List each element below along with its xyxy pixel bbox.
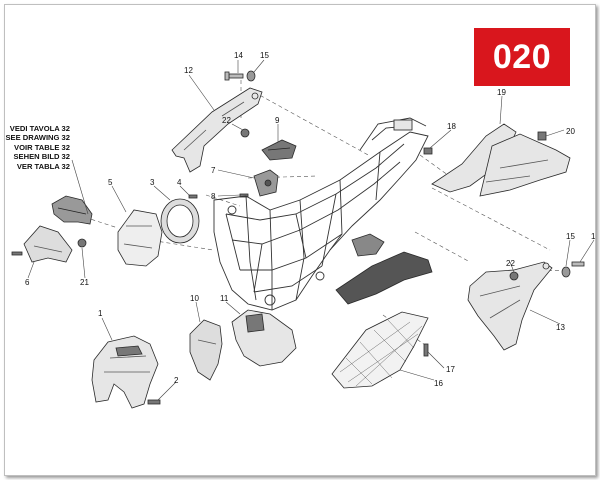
callout-1b: 1 bbox=[591, 232, 596, 241]
callout-1: 1 bbox=[98, 309, 103, 318]
part-13-lower-bracket bbox=[467, 261, 553, 351]
callout-22: 22 bbox=[222, 116, 231, 125]
fastener-8 bbox=[239, 193, 249, 198]
screw-17 bbox=[423, 343, 429, 357]
callout-2: 2 bbox=[174, 376, 179, 385]
reference-note-line: VOIR TABLE 32 bbox=[14, 142, 70, 152]
callout-13: 13 bbox=[556, 323, 565, 332]
callout-3: 3 bbox=[150, 178, 155, 187]
callout-15b: 15 bbox=[566, 232, 575, 241]
reference-note: VEDI TAVOLA 32 SEE DRAWING 32 VOIR TABLE… bbox=[4, 124, 70, 171]
reference-note-line: SEHEN BILD 32 bbox=[13, 152, 70, 162]
part-10-side-panel bbox=[189, 319, 223, 381]
part-1-front-fairing bbox=[91, 335, 159, 409]
reference-note-line: VEDI TAVOLA 32 bbox=[9, 124, 70, 133]
main-frame bbox=[213, 117, 429, 311]
callout-11: 11 bbox=[220, 294, 229, 303]
bolt-1b bbox=[571, 261, 585, 267]
washer-15 bbox=[246, 70, 256, 82]
callout-16: 16 bbox=[434, 379, 443, 388]
alignment-lines bbox=[77, 80, 566, 346]
callout-20: 20 bbox=[566, 127, 575, 136]
callout-12: 12 bbox=[184, 66, 193, 75]
washer-15b bbox=[561, 266, 571, 278]
part-7-bracket bbox=[253, 169, 279, 197]
page-number-badge: 020 bbox=[474, 28, 570, 86]
frame-lower-rail bbox=[335, 233, 433, 305]
callout-5: 5 bbox=[108, 178, 113, 187]
callout-17: 17 bbox=[446, 365, 455, 374]
part-19-rear-mudguard bbox=[431, 123, 571, 197]
screw-6 bbox=[11, 251, 23, 256]
part-11-side-panel bbox=[231, 309, 297, 367]
part-16-mesh-tray bbox=[331, 311, 429, 389]
callout-9: 9 bbox=[275, 116, 280, 125]
callout-8: 8 bbox=[211, 192, 216, 201]
reference-bracket bbox=[51, 195, 93, 225]
nut-22b bbox=[509, 271, 519, 281]
clip-18 bbox=[423, 147, 433, 155]
reference-leader bbox=[71, 159, 89, 215]
part-9-bracket bbox=[261, 139, 297, 161]
callout-14: 14 bbox=[234, 51, 243, 60]
callout-7: 7 bbox=[211, 166, 216, 175]
reference-note-line: SEE DRAWING 32 bbox=[5, 133, 70, 143]
bolt-20 bbox=[537, 131, 547, 141]
callout-18: 18 bbox=[447, 122, 456, 131]
callout-6: 6 bbox=[25, 278, 30, 287]
callout-4: 4 bbox=[177, 178, 182, 187]
callout-labels: 14 15 12 22 9 7 8 3 4 5 6 21 18 19 20 15… bbox=[25, 51, 596, 388]
callout-19: 19 bbox=[497, 88, 506, 97]
part-12-upper-bracket bbox=[171, 87, 263, 173]
screw-2 bbox=[147, 399, 161, 405]
callout-15: 15 bbox=[260, 51, 269, 60]
part-6-cover bbox=[23, 225, 73, 263]
callout-10: 10 bbox=[190, 294, 199, 303]
nut-22a bbox=[240, 128, 250, 138]
reference-note-line: VER TABLA 32 bbox=[16, 161, 70, 171]
leader-lines bbox=[27, 59, 595, 401]
part-3-headlight-ring bbox=[160, 198, 200, 244]
part-5-headlight-housing bbox=[117, 209, 163, 267]
callout-22b: 22 bbox=[506, 259, 515, 268]
screw-4 bbox=[188, 194, 198, 199]
bolt-14 bbox=[224, 71, 244, 81]
callout-21: 21 bbox=[80, 278, 89, 287]
nut-21 bbox=[77, 238, 87, 248]
